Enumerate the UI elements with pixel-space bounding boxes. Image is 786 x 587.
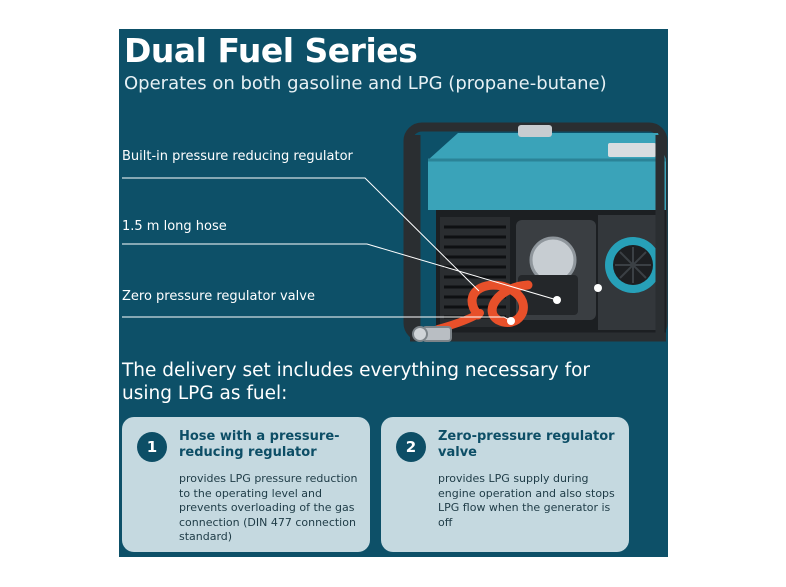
- card-title: Zero-pressure regulator valve: [438, 429, 615, 460]
- callout-hose-length: 1.5 m long hose: [122, 219, 227, 234]
- card-description: provides LPG pressure reduction to the o…: [179, 472, 358, 543]
- number-badge: 1: [137, 432, 167, 462]
- page-title: Dual Fuel Series: [124, 31, 418, 70]
- number-badge: 2: [396, 432, 426, 462]
- card-title: Hose with a pressure-reducing regulator: [179, 429, 340, 460]
- callout-pressure-regulator: Built-in pressure reducing regulator: [122, 149, 353, 164]
- callout-regulator-valve: Zero pressure regulator valve: [122, 289, 315, 304]
- page-subtitle: Operates on both gasoline and LPG (propa…: [124, 73, 607, 94]
- feature-card-hose: 1 Hose with a pressure-reducing regulato…: [122, 417, 370, 552]
- generator-image: [403, 122, 668, 342]
- card-description: provides LPG supply during engine operat…: [438, 472, 615, 529]
- delivery-set-heading: The delivery set includes everything nec…: [122, 360, 591, 404]
- feature-card-valve: 2 Zero-pressure regulator valve provides…: [381, 417, 629, 552]
- product-infographic: Dual Fuel Series Operates on both gasoli…: [119, 29, 668, 557]
